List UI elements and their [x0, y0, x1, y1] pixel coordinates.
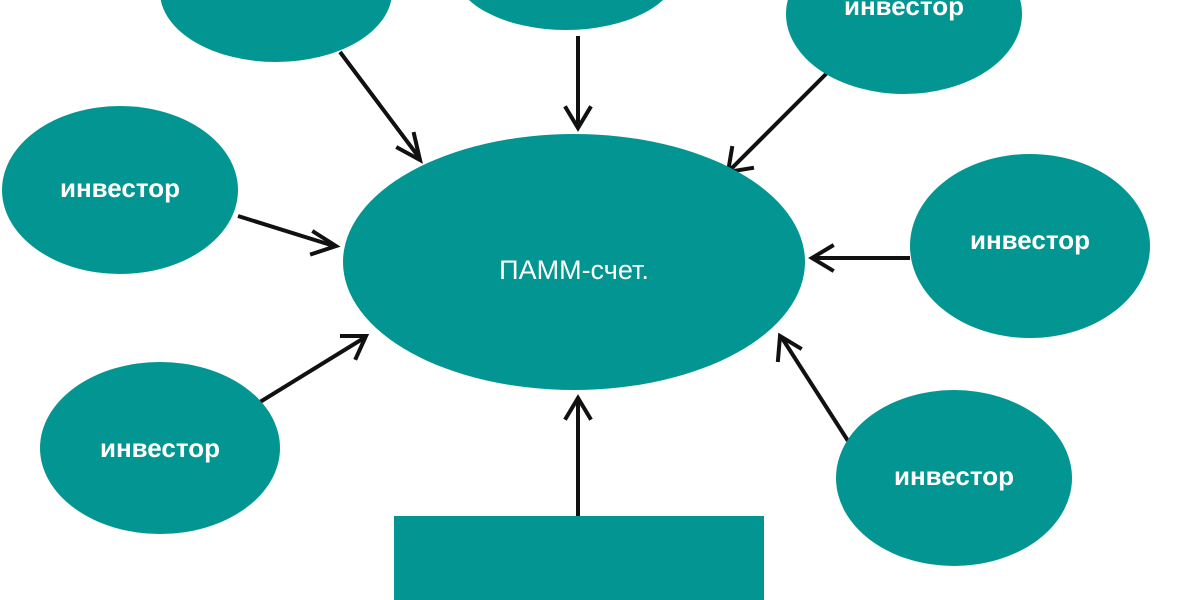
arrow-right-to-center	[808, 243, 910, 273]
investor-label: инвестор	[894, 461, 1014, 491]
manager-box	[394, 516, 764, 600]
investor-node-top-left	[160, 0, 392, 62]
investor-node-bottom-right: инвестор	[836, 390, 1072, 566]
investor-label: инвестор	[60, 173, 180, 203]
arrow-top-right-to-center	[725, 70, 830, 175]
arrow-manager-to-center	[563, 394, 593, 516]
arrow-top-center-to-center	[563, 36, 593, 132]
investor-node-left: инвестор	[2, 106, 238, 274]
investor-label: инвестор	[844, 0, 964, 21]
investor-node-bottom-left: инвестор	[40, 362, 280, 534]
arrow-bottom-right-to-center	[775, 332, 852, 446]
investor-node-right: инвестор	[910, 154, 1150, 338]
investor-node-top-center	[469, 0, 663, 30]
pamm-account-node: ПАММ-счет.	[343, 134, 805, 390]
arrow-left-to-center	[237, 214, 341, 257]
investor-node-top-right: инвестор	[786, 0, 1022, 94]
arrow-bottom-left-to-center	[258, 334, 370, 404]
arrow-top-left-to-center	[338, 50, 423, 164]
investor-label: инвестор	[970, 225, 1090, 255]
investor-label: инвестор	[100, 433, 220, 463]
pamm-account-label: ПАММ-счет.	[499, 255, 649, 285]
